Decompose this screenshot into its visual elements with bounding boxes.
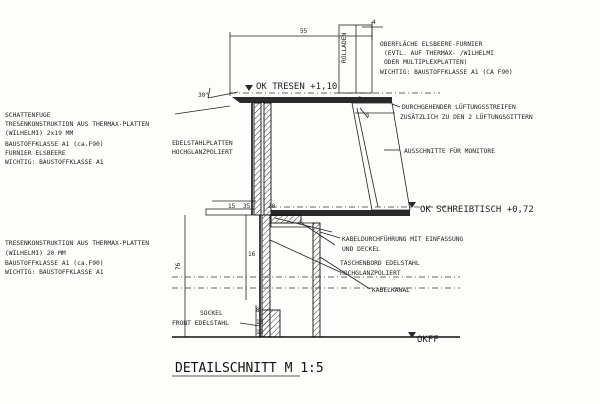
note-schattenfuge: SCHATTENFUGE TRESENKONSTRUKTION AUS THER…: [5, 112, 149, 166]
svg-text:TASCHENBORD EDELSTAHL: TASCHENBORD EDELSTAHL: [340, 260, 420, 267]
svg-text:OBERFLÄCHE ELSBEERE-FURNIER: OBERFLÄCHE ELSBEERE-FURNIER: [380, 39, 483, 48]
svg-text:(WILHELMI) 2x19 MM: (WILHELMI) 2x19 MM: [5, 130, 73, 137]
leader-sockel: [239, 322, 261, 327]
cross-beam: [270, 214, 302, 224]
svg-text:SCHATTENFUGE: SCHATTENFUGE: [5, 112, 51, 119]
svg-text:UND DECKEL: UND DECKEL: [342, 246, 380, 253]
counter-top: [232, 97, 392, 103]
svg-text:SOCKEL: SOCKEL: [200, 310, 223, 317]
svg-text:HOCHGLANZPOLIERT: HOCHGLANZPOLIERT: [340, 270, 401, 277]
svg-text:ODER MULTIPLEXPLATTEN): ODER MULTIPLEXPLATTEN): [384, 59, 467, 66]
svg-text:(EVTL. AUF THERMAX- /WILHELMI: (EVTL. AUF THERMAX- /WILHELMI: [384, 50, 494, 57]
svg-text:EDELSTAHLPLATTEN: EDELSTAHLPLATTEN: [172, 140, 233, 147]
level-marker-schreibtisch: [408, 202, 416, 208]
dim-55: 55: [300, 28, 308, 35]
svg-text:BAUSTOFFKLASSE A1 (ca.F90): BAUSTOFFKLASSE A1 (ca.F90): [5, 141, 104, 148]
level-marker-ff: [408, 332, 416, 338]
note-lueftung: DURCHGEHENDER LÜFTUNGSSTREIFEN ZUSÄTZLIC…: [400, 102, 533, 121]
note-kabeldurchfuehrung: KABELDURCHFÜHRUNG MIT EINFASSUNG UND DEC…: [342, 234, 464, 253]
svg-text:BAUSTOFFKLASSE A1 (ca.F90): BAUSTOFFKLASSE A1 (ca.F90): [5, 260, 104, 267]
dim-12: 12: [256, 329, 264, 336]
label-rollladen: ROLLADEN: [341, 32, 348, 63]
slope-arc: [207, 87, 211, 99]
cable-lead-2: [299, 221, 336, 246]
dim-76: 76: [175, 262, 182, 270]
cable-channel-cover: [270, 222, 314, 228]
level-ff: OKFF: [417, 335, 439, 345]
svg-text:TRESENKONSTRUKTION AUS THERMAX: TRESENKONSTRUKTION AUS THERMAX-PLATTEN: [5, 240, 149, 247]
dim-35: 35: [243, 203, 251, 210]
dim-8: 8: [256, 307, 260, 314]
cable-lead-4: [319, 256, 371, 290]
svg-text:DURCHGEHENDER LÜFTUNGSSTREIFEN: DURCHGEHENDER LÜFTUNGSSTREIFEN: [402, 102, 516, 111]
wall-panel-inner: [263, 102, 272, 216]
dim-16: 16: [248, 251, 256, 258]
rollladen-box: [338, 24, 373, 94]
dim-10: 10: [256, 319, 264, 326]
leader-schattenfuge: [174, 105, 231, 115]
dim-4: 4: [372, 19, 376, 26]
slope-line: [207, 91, 239, 99]
wall-panel-outer: [253, 102, 262, 216]
dim-30: 30°: [198, 92, 209, 99]
dim-15: 15: [228, 203, 236, 210]
inner-panel: [312, 222, 321, 338]
note-sockel: SOCKEL FRONT EDELSTAHL: [172, 310, 229, 327]
svg-text:WICHTIG: BAUSTOFFKLASSE A1: WICHTIG: BAUSTOFFKLASSE A1: [5, 269, 104, 276]
note-taschenbord: TASCHENBORD EDELSTAHL HOCHGLANZPOLIERT: [340, 260, 420, 277]
svg-text:FRONT EDELSTAHL: FRONT EDELSTAHL: [172, 320, 229, 327]
level-marker-tresen: [245, 85, 253, 91]
cable-lead-3: [269, 239, 341, 273]
svg-text:FURNIER ELSBEERE: FURNIER ELSBEERE: [5, 150, 66, 157]
ventilation-mark: [359, 107, 369, 119]
svg-text:ZUSÄTZLICH ZU DEN 2 LÜFTUNGSGI: ZUSÄTZLICH ZU DEN 2 LÜFTUNGSGITTERN: [400, 112, 533, 121]
shelf: [205, 208, 255, 216]
note-oberflaeche: OBERFLÄCHE ELSBEERE-FURNIER (EVTL. AUF T…: [380, 39, 513, 76]
svg-text:TRESENKONSTRUKTION AUS THERMAX: TRESENKONSTRUKTION AUS THERMAX-PLATTEN: [5, 121, 149, 128]
note-tresen-lower: TRESENKONSTRUKTION AUS THERMAX-PLATTEN (…: [5, 240, 149, 276]
level-schreibtisch: OK SCHREIBTISCH +0,72: [420, 205, 534, 215]
dim-5: 5: [366, 112, 370, 119]
desk-top: [271, 210, 410, 216]
svg-text:(WILHELMI) 20 MM: (WILHELMI) 20 MM: [5, 250, 66, 257]
svg-text:HOCHGLANZPOLIERT: HOCHGLANZPOLIERT: [172, 149, 233, 156]
plinth: [261, 309, 281, 338]
dim-20: 20: [268, 203, 276, 210]
leader-kabel: [319, 231, 341, 239]
note-ausschnitte: AUSSCHNITTE FÜR MONITORE: [404, 146, 495, 155]
svg-text:KABELDURCHFÜHRUNG MIT EINFASSU: KABELDURCHFÜHRUNG MIT EINFASSUNG: [342, 234, 464, 243]
svg-text:WICHTIG: BAUSTOFFKLASSE A1: WICHTIG: BAUSTOFFKLASSE A1: [5, 159, 104, 166]
cable-lead-1: [274, 217, 333, 233]
monitor-inner-edge: [356, 107, 379, 208]
leader-lueftung: [391, 103, 401, 108]
drawing-title: DETAILSCHNITT M 1:5: [175, 361, 324, 376]
svg-text:WICHTIG: BAUSTOFFKLASSE A1 (CA: WICHTIG: BAUSTOFFKLASSE A1 (CA F90): [380, 69, 513, 76]
level-tresen: OK TRESEN +1,10: [256, 82, 337, 92]
note-edelstahl: EDELSTAHLPLATTEN HOCHGLANZPOLIERT: [172, 140, 233, 156]
note-kabelkanal: KABELKANAL: [372, 287, 410, 294]
dim-3: 3: [358, 96, 362, 103]
